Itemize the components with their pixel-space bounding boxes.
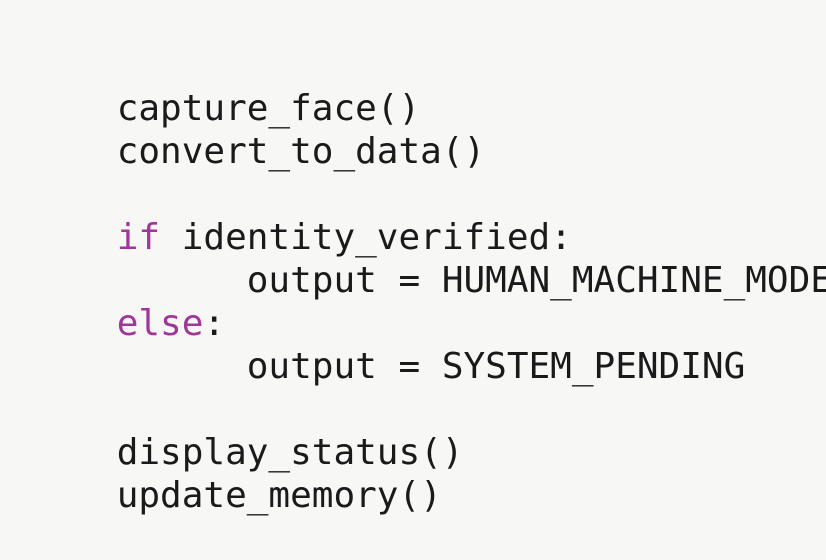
code-keyword: else <box>116 303 204 344</box>
code-line[interactable]: else: <box>30 259 826 344</box>
code-line[interactable]: output = SYSTEM_PENDING <box>30 302 826 387</box>
code-indent <box>117 260 247 301</box>
code-keyword: if <box>116 217 161 258</box>
code-line[interactable]: if identity_verified: <box>30 173 826 258</box>
code-text: : <box>203 303 226 344</box>
code-text: output = SYSTEM_PENDING <box>246 346 746 387</box>
code-indent <box>117 346 247 387</box>
code-line[interactable]: output = HUMAN_MACHINE_MODE <box>30 216 826 301</box>
code-text: identity_verified: <box>160 217 572 258</box>
code-line[interactable]: convert_to_data() <box>30 87 826 172</box>
code-block[interactable]: capture_face() convert_to_data() if iden… <box>30 44 826 516</box>
code-text: update_memory() <box>116 475 442 516</box>
code-text: output = HUMAN_MACHINE_MODE <box>246 260 826 301</box>
code-line[interactable]: display_status() <box>30 388 826 473</box>
code-text: display_status() <box>116 432 464 473</box>
code-text: convert_to_data() <box>116 131 486 172</box>
code-line[interactable]: capture_face() <box>30 44 826 129</box>
code-text: capture_face() <box>116 88 421 129</box>
